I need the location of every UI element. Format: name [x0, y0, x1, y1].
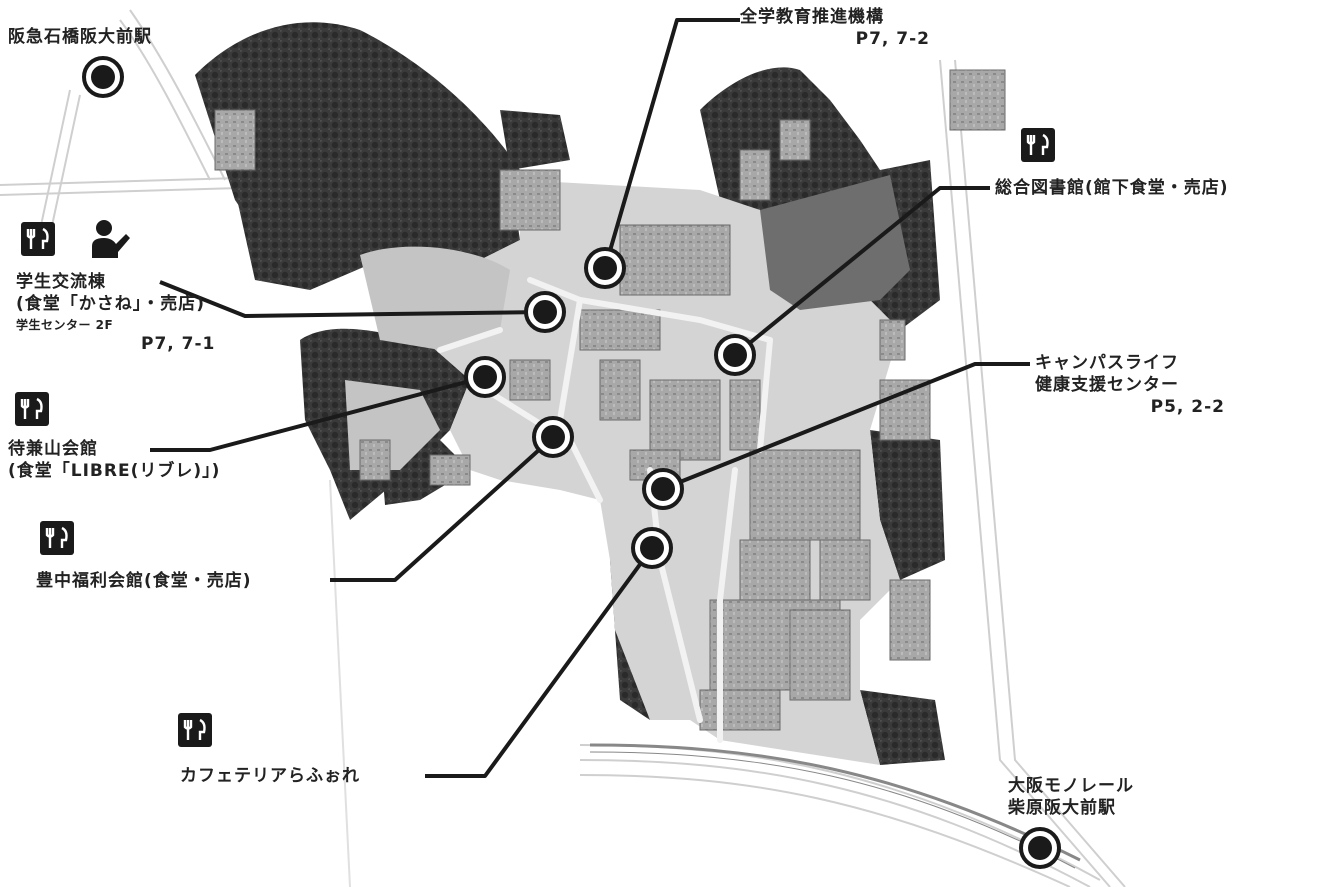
page-ref: P7, 7-2	[855, 29, 930, 49]
page-ref: P5, 2-2	[1150, 397, 1225, 417]
label-monorail-station: 大阪モノレール 柴原阪大前駅	[1008, 775, 1134, 819]
label-campus-life: キャンパスライフ 健康支援センター P5, 2-2	[1035, 352, 1225, 418]
facility-name: カフェテリアらふぉれ	[180, 766, 360, 786]
label-cafeteria: カフェテリアらふぉれ	[180, 765, 360, 787]
leader-library	[733, 186, 990, 357]
leader-lines	[150, 18, 1030, 778]
marker-monorail-station[interactable]	[1019, 827, 1061, 869]
label-zengaku: 全学教育推進機構 P7, 7-2	[740, 6, 930, 50]
leader-toyonaka	[330, 438, 552, 582]
marker-student-hall[interactable]	[524, 291, 566, 333]
leader-machikaneyama	[150, 375, 486, 452]
facility-name: 全学教育推進機構	[740, 7, 884, 27]
marker-machikaneyama[interactable]	[464, 356, 506, 398]
fork-knife-icon	[40, 521, 74, 555]
marker-hankyu-station[interactable]	[82, 56, 124, 98]
facility-name: 待兼山会館	[8, 439, 98, 459]
label-toyonaka: 豊中福利会館(食堂・売店)	[36, 570, 252, 592]
label-library: 総合図書館(館下食堂・売店)	[995, 177, 1229, 199]
fork-knife-icon	[21, 222, 55, 256]
marker-zengaku[interactable]	[584, 247, 626, 289]
facility-sub: 学生センター 2F	[16, 318, 114, 332]
marker-cafeteria[interactable]	[631, 527, 673, 569]
facility-detail: (食堂「LIBRE(リブレ)」)	[8, 461, 221, 481]
page-ref: P7, 7-1	[141, 334, 216, 354]
facility-name: 学生交流棟	[16, 272, 106, 292]
label-machikaneyama: 待兼山会館 (食堂「LIBRE(リブレ)」)	[8, 438, 220, 482]
station-name: 阪急石橋阪大前駅	[8, 27, 152, 47]
facility-detail: (食堂「かさね」・売店)	[16, 294, 206, 314]
location-markers	[82, 56, 1061, 869]
marker-campus-life[interactable]	[642, 468, 684, 510]
facility-name: キャンパスライフ	[1035, 353, 1179, 373]
person-speaking-icon	[92, 220, 130, 258]
fork-knife-icon	[178, 713, 212, 747]
facility-name-2: 健康支援センター	[1035, 375, 1179, 395]
leader-campus-life	[659, 362, 1030, 492]
label-student-hall: 学生交流棟 (食堂「かさね」・売店) 学生センター 2F P7, 7-1	[16, 271, 215, 355]
fork-knife-icon	[15, 392, 49, 426]
marker-toyonaka[interactable]	[532, 416, 574, 458]
leader-zengaku	[603, 18, 740, 269]
campus-buildings	[214, 69, 1006, 731]
restaurant-icons	[15, 128, 1055, 747]
leader-cafeteria	[425, 546, 654, 778]
station-name: 柴原阪大前駅	[1008, 798, 1116, 818]
leader-student-hall	[159, 280, 546, 318]
facility-name: 豊中福利会館(食堂・売店)	[36, 571, 252, 591]
fork-knife-icon	[1021, 128, 1055, 162]
marker-library[interactable]	[714, 334, 756, 376]
label-hankyu-station: 阪急石橋阪大前駅	[8, 26, 152, 48]
monorail-track	[589, 743, 1081, 869]
station-line: 大阪モノレール	[1008, 776, 1134, 796]
facility-name: 総合図書館(館下食堂・売店)	[995, 178, 1229, 198]
outer-roads	[0, 9, 1126, 887]
